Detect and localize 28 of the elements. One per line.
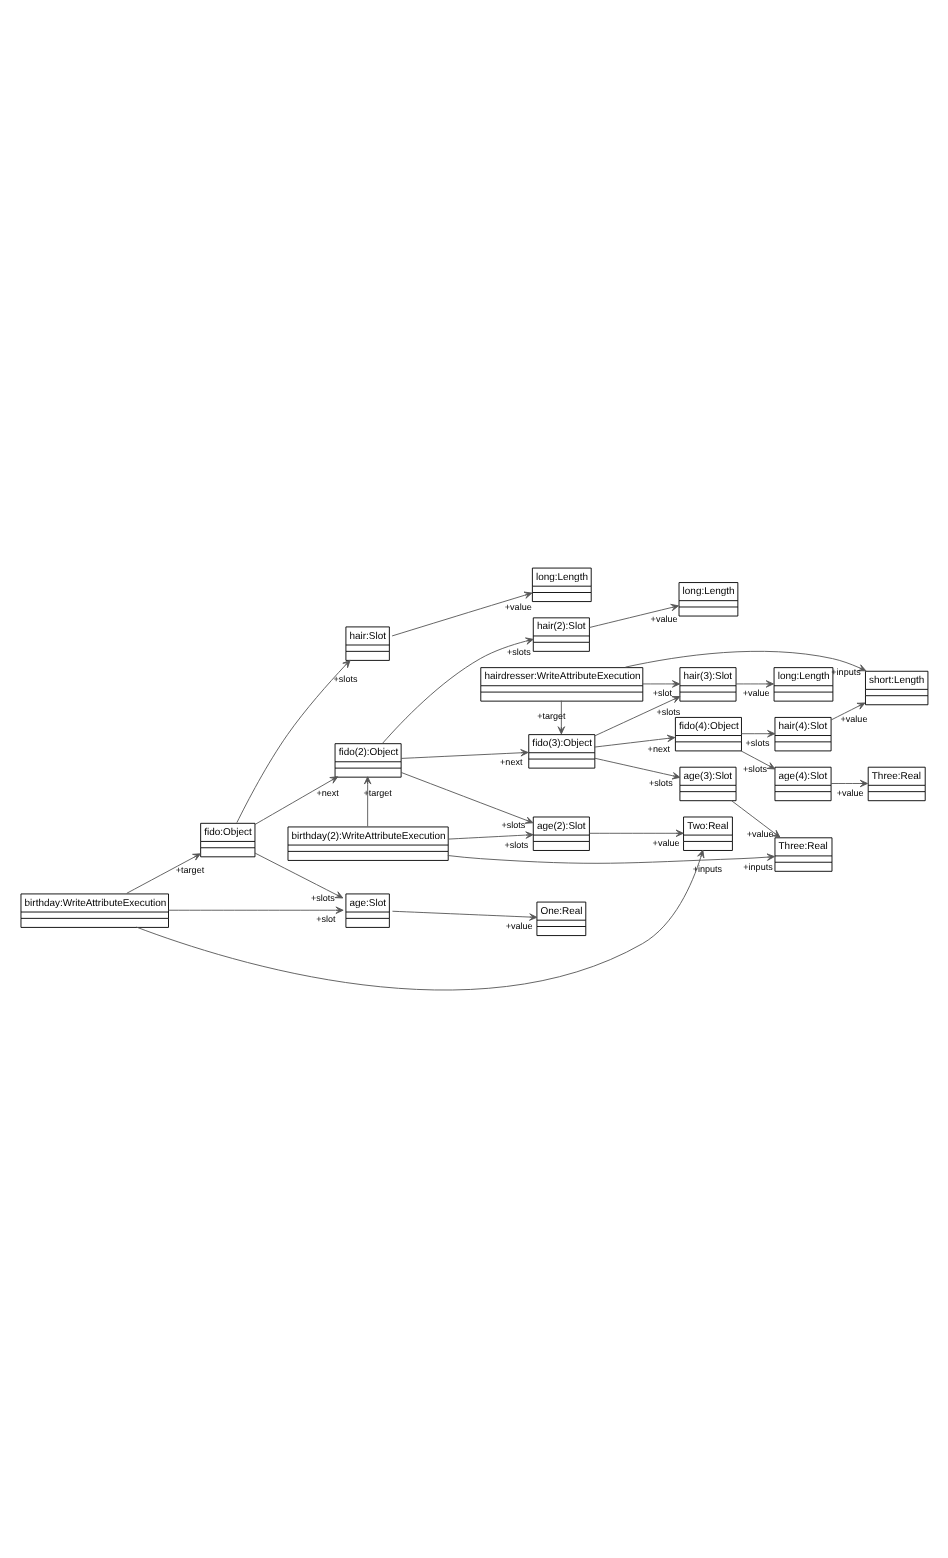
arrow xyxy=(589,603,679,628)
arrow xyxy=(593,696,681,737)
arrow xyxy=(642,680,681,688)
arrow xyxy=(254,852,344,899)
arrow xyxy=(363,776,372,827)
arrow xyxy=(589,829,684,837)
arrow xyxy=(447,831,534,840)
arrow xyxy=(391,591,533,637)
arrow xyxy=(624,650,867,672)
arrow xyxy=(740,750,776,770)
arrow xyxy=(830,702,866,721)
arrow xyxy=(740,730,776,738)
arrow xyxy=(593,757,681,780)
arrow xyxy=(382,637,534,744)
arrow xyxy=(400,749,529,759)
arrow xyxy=(167,906,344,914)
arrow xyxy=(236,659,351,824)
arrow xyxy=(254,776,339,825)
arrow xyxy=(126,853,201,894)
arrow xyxy=(735,680,774,688)
arrow xyxy=(447,853,775,864)
arrow xyxy=(400,771,534,824)
arrow xyxy=(730,799,781,838)
arrow xyxy=(593,734,676,748)
arrow xyxy=(830,779,868,788)
arrow xyxy=(135,849,705,991)
arrow xyxy=(557,700,566,735)
arrow xyxy=(392,910,538,921)
